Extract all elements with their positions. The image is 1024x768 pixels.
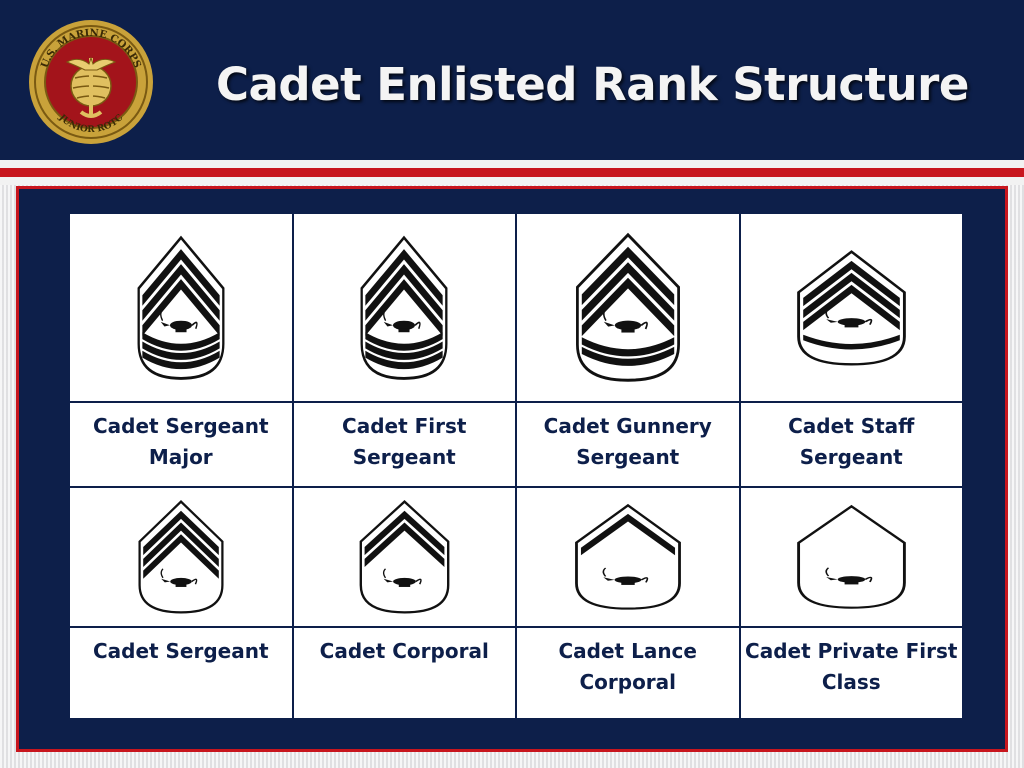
divider-stripe-white-2 [0, 177, 1024, 185]
rank-cell-label: Cadet Corporal [291, 626, 517, 720]
chevron-stripe [581, 246, 674, 306]
rank-label: Cadet Staff Sergeant [788, 414, 915, 469]
chevron-stripe [802, 272, 900, 318]
chevron-stripe [142, 263, 220, 321]
chevron-stripe [142, 248, 220, 306]
rank-table: Cadet Sergeant Major Cadet First Sergean… [68, 212, 964, 720]
rank-insignia-icon [575, 232, 680, 382]
lamp-of-knowledge-icon [602, 567, 649, 585]
rocker-stripe [365, 350, 443, 369]
rank-label: Cadet Lance Corporal [558, 639, 697, 694]
chevron-stripe [581, 262, 674, 321]
rocker-stripe [581, 346, 674, 366]
header-banner: U.S. MARINE CORPS JUNIOR ROTC Cadet Enli… [0, 0, 1024, 160]
rocker-stripe [142, 340, 220, 360]
chevron-stripe [802, 260, 900, 306]
divider-stripe-white [0, 160, 1024, 168]
rank-label: Cadet Gunnery Sergeant [543, 414, 712, 469]
rank-cell-image [515, 212, 741, 403]
chevron-stripe [365, 278, 443, 336]
rank-label: Cadet Corporal [319, 639, 489, 663]
rank-cell-label: Cadet Gunnery Sergeant [515, 401, 741, 488]
chevron-stripe [580, 513, 675, 556]
lamp-of-knowledge-icon [825, 307, 873, 327]
rank-insignia-icon [137, 235, 225, 380]
rank-cell-label: Cadet Sergeant [68, 626, 294, 720]
rocker-stripe [581, 337, 674, 357]
eagle-globe-anchor-icon [65, 56, 117, 118]
rank-insignia-icon [796, 249, 906, 365]
rank-cell-label: Cadet Sergeant Major [68, 401, 294, 488]
chevron-stripe [142, 278, 220, 336]
rank-cell-label: Cadet Private First Class [738, 626, 964, 720]
rank-cell-label: Cadet Lance Corporal [515, 626, 741, 720]
marine-corps-jrotc-logo: U.S. MARINE CORPS JUNIOR ROTC [29, 20, 153, 144]
chevron-stripe [142, 522, 219, 567]
rank-cell-image [738, 486, 964, 628]
divider-stripe-red [0, 168, 1024, 177]
rank-label: Cadet Sergeant Major [92, 414, 269, 469]
rank-cell-image [68, 212, 294, 403]
chevron-stripe [142, 510, 219, 556]
table-row [68, 486, 964, 628]
rank-insignia-icon [574, 503, 681, 610]
rocker-stripe [142, 350, 220, 369]
rank-cell-image [291, 212, 517, 403]
rocker-stripe [142, 331, 220, 351]
chevron-stripe [364, 522, 445, 567]
chevron-stripe [365, 263, 443, 321]
rank-insignia-icon [138, 500, 224, 614]
rank-cell-image [68, 486, 294, 628]
chevron-stripe [365, 248, 443, 306]
rank-label: Cadet Sergeant [92, 639, 269, 663]
table-row [68, 212, 964, 403]
rank-cell-label: Cadet First Sergeant [291, 401, 517, 488]
lamp-of-knowledge-icon [160, 568, 198, 587]
chevron-stripe [581, 277, 674, 337]
rank-insignia-icon [359, 500, 450, 614]
lamp-of-knowledge-icon [159, 308, 198, 332]
chevron-stripe [802, 284, 900, 330]
rank-label: Cadet Private First Class [745, 639, 958, 694]
rank-cell-image [291, 486, 517, 628]
chevron-stripe [364, 510, 445, 556]
rocker-stripe [802, 334, 900, 350]
lamp-of-knowledge-icon [602, 308, 648, 333]
table-row: Cadet Sergeant Major Cadet First Sergean… [68, 401, 964, 488]
rank-label: Cadet First Sergeant [342, 414, 467, 469]
lamp-of-knowledge-icon [825, 567, 873, 585]
rank-insignia-icon [796, 504, 906, 609]
rank-cell-label: Cadet Staff Sergeant [738, 401, 964, 488]
rank-insignia-icon [360, 235, 448, 380]
page-title: Cadet Enlisted Rank Structure [216, 58, 969, 111]
lamp-of-knowledge-icon [382, 568, 422, 587]
rank-cell-image [738, 212, 964, 403]
lamp-of-knowledge-icon [383, 308, 421, 332]
rank-cell-image [515, 486, 741, 628]
chevron-stripe [142, 534, 219, 579]
rocker-stripe [365, 340, 443, 360]
rocker-stripe [365, 331, 443, 351]
table-row: Cadet Sergeant Cadet Corporal Cadet Lanc… [68, 626, 964, 720]
